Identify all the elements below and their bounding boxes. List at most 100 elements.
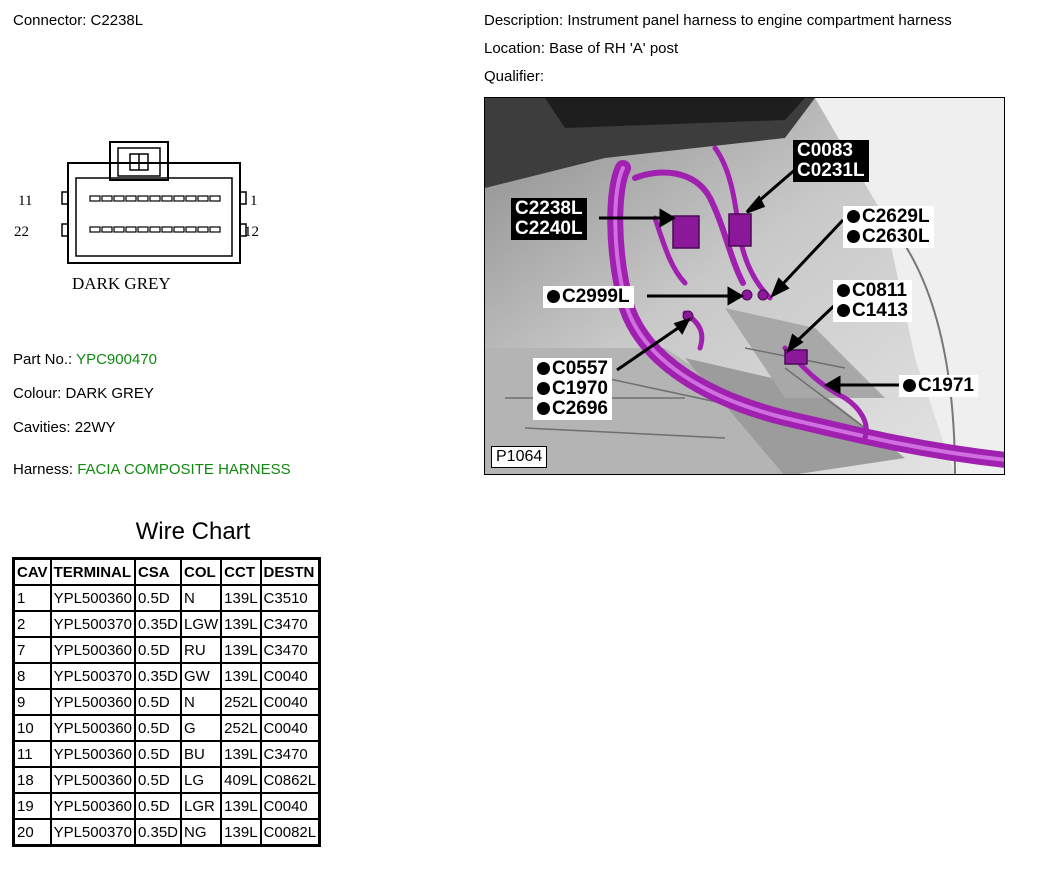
callout-c0811: C0811 C1413 xyxy=(833,280,912,322)
connector-field: Connector: C2238L xyxy=(13,12,143,29)
cell-col: GW xyxy=(179,662,223,690)
cell-cct: 139L xyxy=(220,818,262,847)
cell-csa: 0.5D xyxy=(133,688,183,716)
cell-csa: 0.5D xyxy=(133,766,183,794)
callout-c0083: C0083 C0231L xyxy=(793,140,869,182)
colour-label: Colour: xyxy=(13,385,62,402)
table-row: 1 YPL500360 0.5D N 139L C3510 xyxy=(12,584,321,612)
cell-csa: 0.5D xyxy=(133,740,183,768)
bullet-icon xyxy=(537,402,550,415)
table-row: 20 YPL500370 0.35D NG 139L C0082L xyxy=(12,818,321,847)
cell-col: NG xyxy=(179,818,223,847)
header-cct: CCT xyxy=(220,557,262,586)
cell-destn: C0862L xyxy=(259,766,321,794)
cell-cav: 8 xyxy=(12,662,52,690)
cell-terminal: YPL500360 xyxy=(49,584,136,612)
bullet-icon xyxy=(837,284,850,297)
cell-destn: C3470 xyxy=(259,610,321,638)
cavities-value: 22WY xyxy=(74,419,116,436)
table-row: 7 YPL500360 0.5D RU 139L C3470 xyxy=(12,636,321,664)
table-row: 11 YPL500360 0.5D BU 139L C3470 xyxy=(12,740,321,768)
cell-col: LGR xyxy=(179,792,223,820)
cell-col: BU xyxy=(179,740,223,768)
colour-field: Colour: DARK GREY xyxy=(13,385,154,402)
wire-chart-title: Wire Chart xyxy=(135,518,251,545)
cell-csa: 0.35D xyxy=(133,662,183,690)
cell-cct: 139L xyxy=(220,636,262,664)
cell-terminal: YPL500360 xyxy=(49,714,136,742)
location-label: Location: xyxy=(484,40,545,57)
description-value: Instrument panel harness to engine compa… xyxy=(567,12,952,29)
callout-c2629: C2629L C2630L xyxy=(843,206,934,248)
pin-number-top-left: 11 xyxy=(18,193,33,209)
cell-cct: 139L xyxy=(220,792,262,820)
cell-col: N xyxy=(179,584,223,612)
cavities-field: Cavities: 22WY xyxy=(13,419,116,436)
table-row: 19 YPL500360 0.5D LGR 139L C0040 xyxy=(12,792,321,820)
cell-terminal: YPL500370 xyxy=(49,662,136,690)
connector-face-drawing: 11 22 1 12 DARK GREY xyxy=(10,138,270,303)
table-row: 10 YPL500360 0.5D G 252L C0040 xyxy=(12,714,321,742)
connector-label: Connector: xyxy=(13,12,87,29)
cell-terminal: YPL500370 xyxy=(49,818,136,847)
bullet-icon xyxy=(547,290,560,303)
bullet-icon xyxy=(837,304,850,317)
cell-destn: C0040 xyxy=(259,688,321,716)
cell-destn: C0040 xyxy=(259,792,321,820)
cell-cav: 20 xyxy=(12,818,52,847)
bullet-icon xyxy=(847,210,860,223)
header-cav: CAV xyxy=(12,557,52,586)
cell-terminal: YPL500360 xyxy=(49,766,136,794)
connector-face-icon xyxy=(61,141,247,264)
part-number-field: Part No.: YPC900470 xyxy=(13,351,157,368)
cell-col: RU xyxy=(179,636,223,664)
callout-c0557: C0557 C1970 C2696 xyxy=(533,358,612,420)
cell-cav: 7 xyxy=(12,636,52,664)
harness-link[interactable]: FACIA COMPOSITE HARNESS xyxy=(77,461,291,478)
table-row: 9 YPL500360 0.5D N 252L C0040 xyxy=(12,688,321,716)
photo-id-label: P1064 xyxy=(491,446,548,468)
pin-number-bottom-right: 12 xyxy=(244,224,259,240)
cell-cav: 10 xyxy=(12,714,52,742)
callout-c2238: C2238L C2240L xyxy=(511,198,587,240)
bullet-icon xyxy=(537,382,550,395)
cell-csa: 0.5D xyxy=(133,584,183,612)
cell-terminal: YPL500360 xyxy=(49,792,136,820)
description-label: Description: xyxy=(484,12,564,29)
cavities-label: Cavities: xyxy=(13,419,71,436)
location-photo: C0083 C0231L C2238L C2240L C2629L C2630L… xyxy=(484,97,1005,475)
connector-drawing-colour-label: DARK GREY xyxy=(72,274,171,293)
cell-cav: 18 xyxy=(12,766,52,794)
part-number-link[interactable]: YPC900470 xyxy=(76,351,157,368)
cell-col: LGW xyxy=(179,610,223,638)
location-field: Location: Base of RH 'A' post xyxy=(484,40,678,57)
bullet-icon xyxy=(847,230,860,243)
cell-destn: C0040 xyxy=(259,662,321,690)
header-col: COL xyxy=(179,557,223,586)
pin-number-bottom-left: 22 xyxy=(14,224,29,240)
qualifier-label: Qualifier: xyxy=(484,68,545,85)
table-row: 18 YPL500360 0.5D LG 409L C0862L xyxy=(12,766,321,794)
connector-value: C2238L xyxy=(90,12,144,29)
header-destn: DESTN xyxy=(259,557,321,586)
cell-cav: 19 xyxy=(12,792,52,820)
cell-cct: 409L xyxy=(220,766,262,794)
cell-destn: C3510 xyxy=(259,584,321,612)
cell-col: G xyxy=(179,714,223,742)
description-field: Description: Instrument panel harness to… xyxy=(484,12,952,29)
cell-cct: 252L xyxy=(220,714,262,742)
cell-terminal: YPL500360 xyxy=(49,636,136,664)
cell-csa: 0.5D xyxy=(133,792,183,820)
cell-col: LG xyxy=(179,766,223,794)
cell-cav: 11 xyxy=(12,740,52,768)
cell-csa: 0.5D xyxy=(133,714,183,742)
cell-destn: C3470 xyxy=(259,740,321,768)
harness-field: Harness: FACIA COMPOSITE HARNESS xyxy=(13,461,291,478)
cell-cav: 1 xyxy=(12,584,52,612)
pin-number-top-right: 1 xyxy=(250,193,258,209)
cell-terminal: YPL500360 xyxy=(49,740,136,768)
part-number-label: Part No.: xyxy=(13,351,73,368)
cell-cav: 2 xyxy=(12,610,52,638)
wire-chart-table: CAV TERMINAL CSA COL CCT DESTN 1 YPL5003… xyxy=(12,557,322,847)
colour-value: DARK GREY xyxy=(65,385,154,402)
